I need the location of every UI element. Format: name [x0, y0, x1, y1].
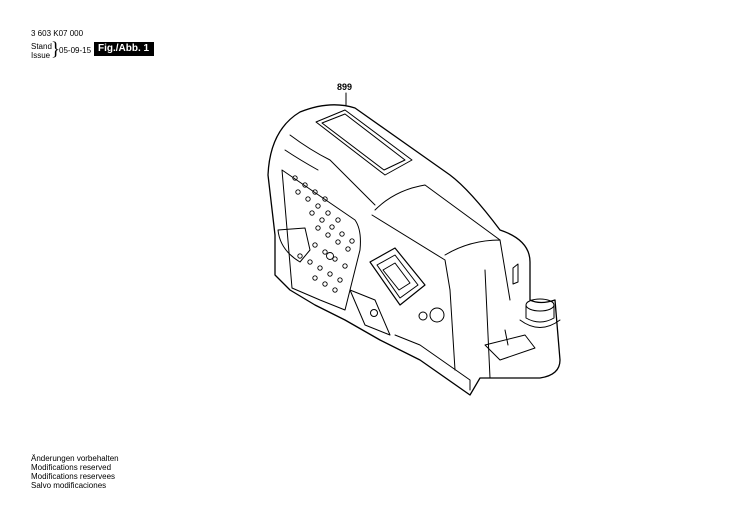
figure-badge: Fig./Abb. 1: [94, 42, 155, 56]
footer-notes: Änderungen vorbehalten Modifications res…: [31, 454, 119, 490]
callout-899: 899: [337, 82, 353, 92]
stand-issue-labels: Stand Issue: [31, 42, 52, 60]
footer-line-de: Änderungen vorbehalten: [31, 454, 119, 463]
footer-line-es: Salvo modificaciones: [31, 481, 107, 490]
issue-date: 05-09-15: [59, 46, 92, 55]
stand-label: Stand: [31, 42, 52, 51]
brace-symbol: }: [51, 39, 61, 60]
footer-line-en: Modifications reserved: [31, 463, 112, 472]
footer-line-fr: Modifications reservees: [31, 472, 116, 481]
part-number: 3 603 K07 000: [31, 29, 84, 38]
issue-label: Issue: [31, 51, 51, 60]
